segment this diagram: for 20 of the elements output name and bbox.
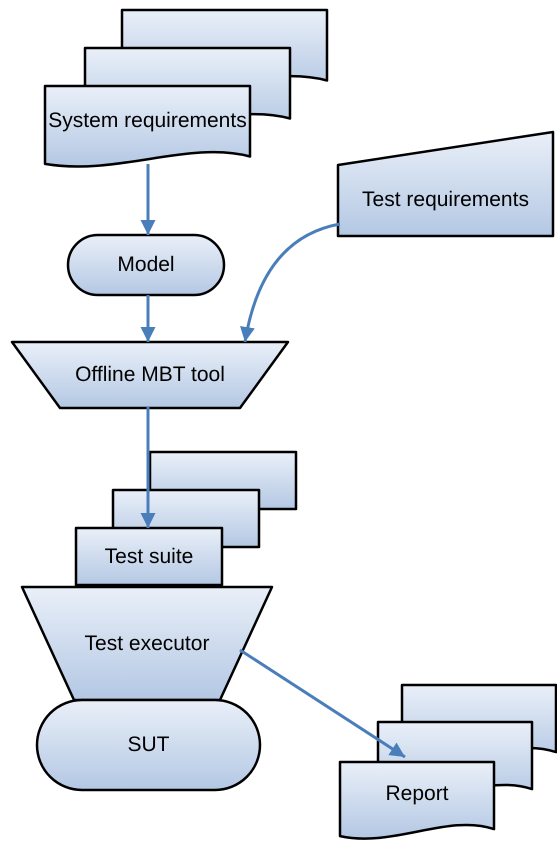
- arrow: [140, 295, 156, 342]
- node-label: Test executor: [84, 631, 210, 657]
- node-label: Test suite: [104, 544, 194, 570]
- node-label: Test requirements: [362, 187, 529, 213]
- arrow: [140, 407, 156, 528]
- document-stack: [45, 10, 329, 168]
- node-label: Offline MBT tool: [75, 362, 225, 388]
- arrow: [240, 222, 340, 342]
- terminator-shape: [68, 235, 224, 295]
- page-stack: [76, 452, 298, 586]
- manual-operation-shape: [12, 342, 288, 408]
- arrow: [140, 164, 156, 235]
- arrow: [239, 648, 406, 758]
- node-label: Report: [385, 781, 449, 807]
- manual-input-shape: [338, 132, 553, 236]
- node-label: Model: [117, 252, 175, 278]
- node-label: System requirements: [48, 108, 247, 134]
- manual-operation-shape: [22, 587, 272, 700]
- node-label: SUT: [128, 732, 170, 758]
- document-stack: [340, 685, 556, 843]
